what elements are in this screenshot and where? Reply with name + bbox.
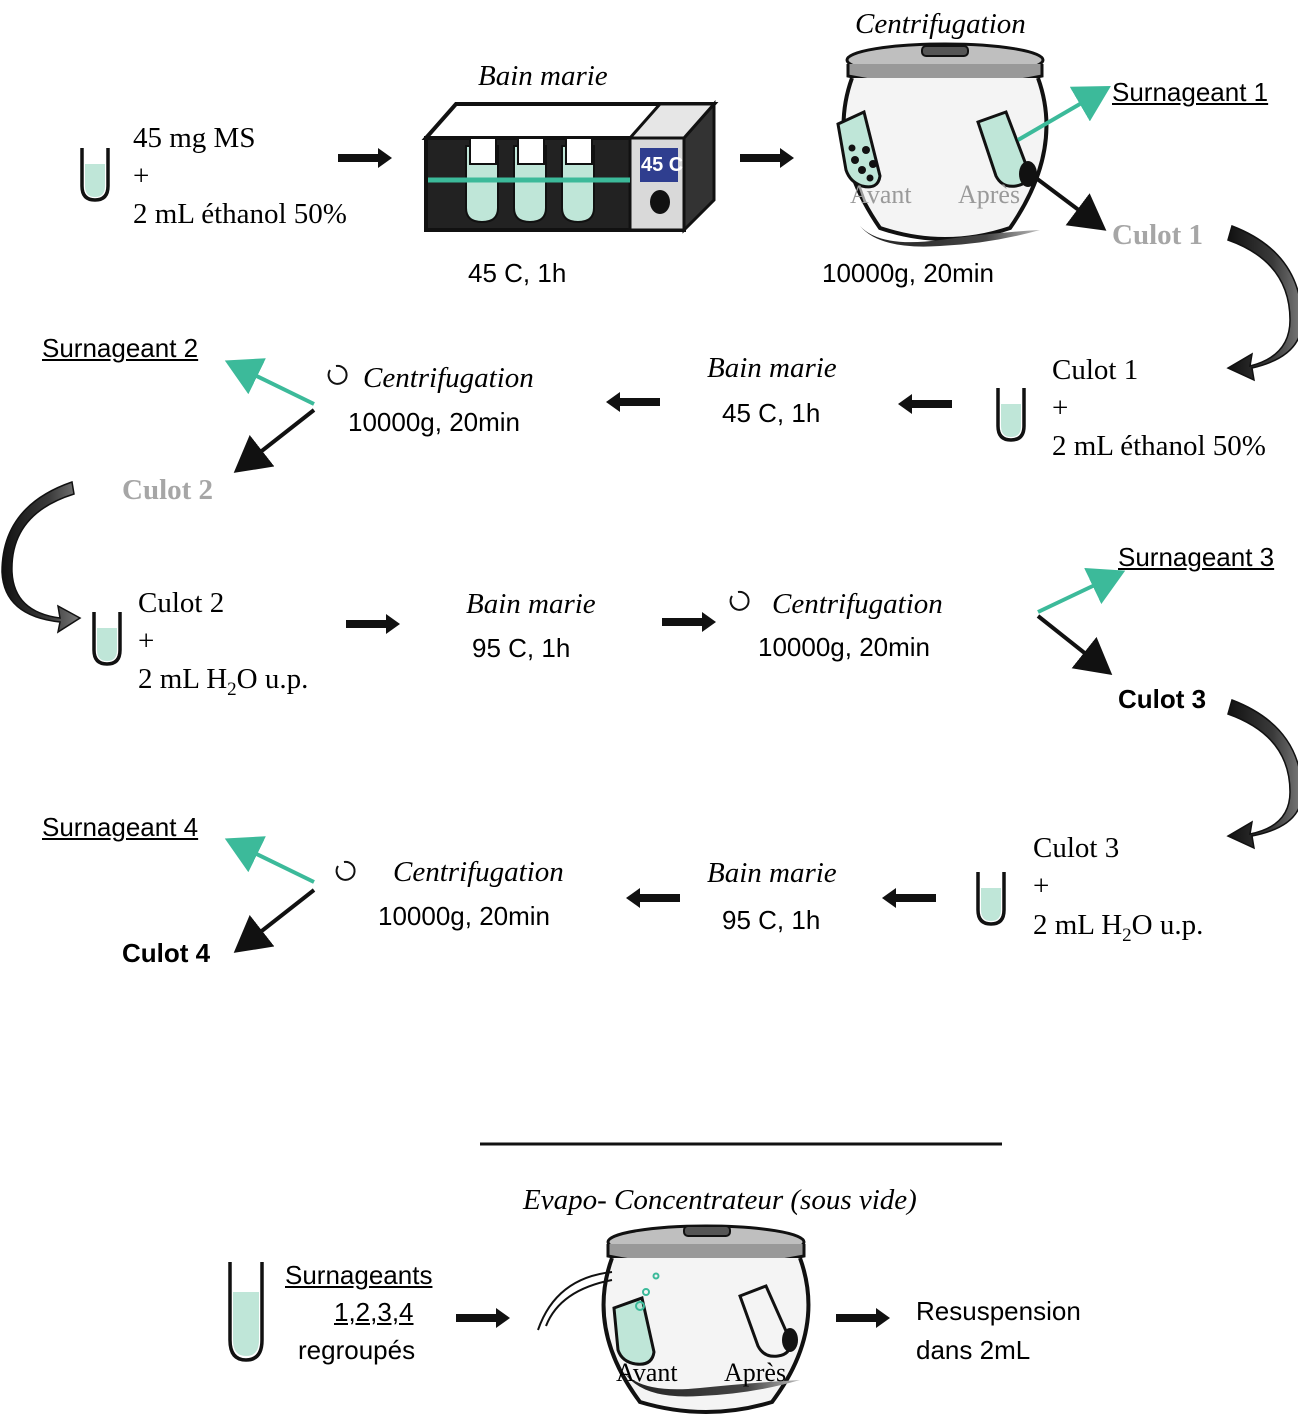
supernatant-label: Surnageant 3 [1118, 542, 1275, 572]
rotation-icon [327, 364, 348, 385]
mix-line-3: 2 mL H2O u.p. [138, 663, 309, 700]
centrifugation-conditions: 10000g, 20min [822, 258, 995, 288]
supernatant-label: Surnageant 4 [42, 812, 199, 842]
right-arrow-icon [338, 148, 392, 168]
centrifugation-title: Centrifugation [855, 8, 1026, 40]
pellet-label: Culot 1 [1112, 219, 1204, 251]
mix-line-1: Culot 2 [138, 587, 225, 619]
centrifugation-title: Centrifugation [363, 362, 534, 394]
before-label: Avant [616, 1358, 678, 1387]
rotation-icon [335, 860, 356, 881]
pellet-arrow [233, 408, 316, 473]
tube-icon [228, 1262, 264, 1362]
right-arrow-icon [662, 612, 716, 632]
pellet-arrow [1034, 176, 1107, 231]
centrifuge-icon [836, 42, 1049, 247]
centrifugation-conditions: 10000g, 20min [378, 901, 551, 931]
centrifugation-title: Centrifugation [772, 588, 943, 620]
pooled-line-2: 1,2,3,4 [334, 1297, 414, 1327]
supernatant-label: Surnageant 2 [42, 333, 199, 363]
tube-icon [976, 870, 1006, 926]
bath-conditions: 95 C, 1h [722, 905, 821, 935]
tube-icon [996, 386, 1026, 442]
centrifugation-conditions: 10000g, 20min [758, 632, 931, 662]
pellet-arrow [1036, 614, 1113, 675]
evaporator-title: Evapo- Concentrateur (sous vide) [523, 1184, 917, 1216]
curved-arrow-icon [1, 481, 82, 634]
mix-line-3: 2 mL éthanol 50% [1052, 430, 1266, 462]
plus-sign: + [1052, 392, 1069, 424]
rotation-icon [729, 590, 750, 611]
before-label: Avant [850, 180, 912, 209]
bath-title: Bain marie [707, 352, 837, 384]
bath-conditions: 95 C, 1h [472, 633, 571, 663]
bath-display: 45 C [641, 154, 684, 176]
result-line-1: Resuspension [916, 1296, 1081, 1326]
bath-title: Bain marie [466, 588, 596, 620]
after-label: Après [958, 180, 1021, 209]
pellet-arrow [233, 888, 316, 953]
mix-line-3: 2 mL H2O u.p. [1033, 909, 1204, 946]
pellet-label: Culot 2 [122, 474, 214, 506]
supernatant-arrow [1037, 567, 1126, 614]
mix-line-1: Culot 3 [1033, 832, 1120, 864]
bath-title: Bain marie [478, 60, 608, 92]
pellet-label: Culot 3 [1118, 684, 1207, 714]
bath-conditions: 45 C, 1h [722, 398, 821, 428]
right-arrow-icon [836, 1308, 890, 1328]
supernatant-label: Surnageant 1 [1112, 77, 1269, 107]
left-arrow-icon [606, 392, 660, 412]
supernatant-arrow [224, 836, 315, 884]
mix-line-1: Culot 1 [1052, 354, 1139, 386]
bath-conditions: 45 C, 1h [468, 258, 567, 288]
right-arrow-icon [346, 614, 400, 634]
supernatant-arrow [1016, 85, 1111, 142]
plus-sign: + [133, 160, 150, 192]
curved-arrow-icon [1226, 699, 1298, 850]
tube-icon [92, 610, 122, 666]
pooled-line-3: regroupés [298, 1335, 416, 1365]
right-arrow-icon [456, 1308, 510, 1328]
curved-arrow-icon [1226, 225, 1298, 382]
mix-line-1: 45 mg MS [133, 122, 256, 154]
supernatant-arrow [224, 358, 315, 406]
right-arrow-icon [740, 148, 794, 168]
water-bath-icon [421, 100, 719, 234]
tube-icon [80, 146, 110, 202]
plus-sign: + [1033, 870, 1050, 902]
evaporator-icon [537, 1224, 811, 1414]
centrifugation-title: Centrifugation [393, 856, 564, 888]
left-arrow-icon [898, 394, 952, 414]
left-arrow-icon [626, 888, 680, 908]
left-arrow-icon [882, 888, 936, 908]
result-line-2: dans 2mL [916, 1335, 1031, 1365]
plus-sign: + [138, 625, 155, 657]
after-label: Après [724, 1358, 787, 1387]
bath-title: Bain marie [707, 857, 837, 889]
pooled-line-1: Surnageants [285, 1260, 433, 1290]
pellet-label: Culot 4 [122, 938, 211, 968]
centrifugation-conditions: 10000g, 20min [348, 407, 521, 437]
mix-line-3: 2 mL éthanol 50% [133, 198, 347, 230]
